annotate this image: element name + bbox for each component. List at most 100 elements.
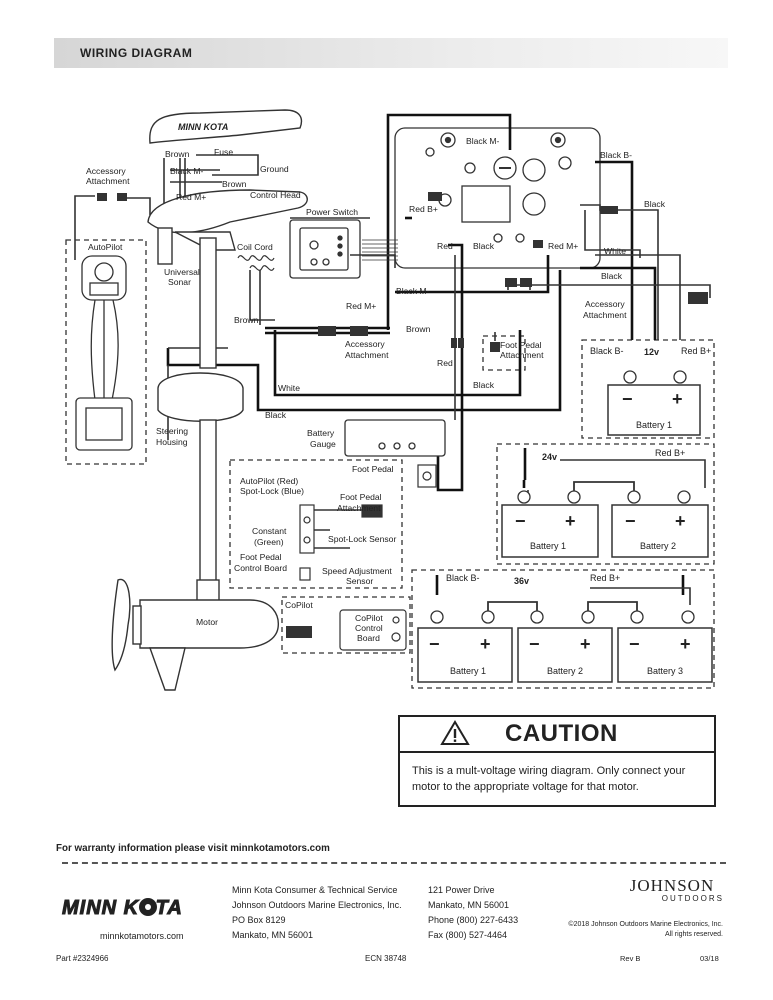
label-foot-pedal-attach-2: Attachment — [500, 350, 544, 360]
revision-date: 03/18 — [700, 954, 719, 963]
service-line-2: Johnson Outdoors Marine Electronics, Inc… — [232, 900, 402, 910]
label-24v: 24v — [542, 452, 557, 462]
control-board — [394, 127, 601, 269]
power-switch — [289, 219, 361, 279]
copilot-board-shape — [339, 609, 407, 651]
foot-pedal-attach-box — [482, 335, 526, 371]
label-fp-board-1: Foot Pedal — [240, 552, 282, 562]
label-red-m-left: Red M+ — [346, 301, 376, 311]
caution-box: CAUTION This is a mult-voltage wiring di… — [398, 715, 716, 807]
label-accessory-c-1: Accessory — [345, 339, 385, 349]
minn-kota-logo: MINN KOTA — [62, 897, 183, 920]
wires-thin — [74, 154, 711, 605]
label-black-low2: Black — [265, 410, 287, 420]
copyright-block: ©2018 Johnson Outdoors Marine Electronic… — [560, 920, 723, 940]
label-power-switch: Power Switch — [306, 207, 358, 217]
foot-pedal-parts — [299, 464, 437, 581]
label-accessory-tl-2: Attachment — [86, 176, 130, 186]
label-12v: 12v — [644, 347, 659, 357]
revision: Rev B — [620, 954, 641, 963]
battery-signs: − + − + − + − + − + − + — [429, 389, 691, 654]
wires-black — [166, 113, 685, 595]
label-copilot-board-3: Board — [357, 633, 380, 643]
plus-sign: + — [675, 511, 686, 531]
label-black-b-36: Black B- — [446, 573, 480, 583]
warranty-text: For warranty information please visit mi… — [56, 843, 330, 854]
johnson-text: JOHNSON — [629, 876, 715, 895]
label-black-m-board: Black M- — [466, 136, 500, 146]
label-autopilot-red: AutoPilot (Red) — [240, 476, 298, 486]
label-36v: 36v — [514, 576, 529, 586]
motor-unit — [111, 578, 279, 691]
label-accessory-tl-1: Accessory — [86, 166, 126, 176]
autopilot-box — [65, 239, 147, 465]
label-red-b-24: Red B+ — [655, 448, 685, 458]
footer-divider — [62, 862, 726, 864]
phone: Phone (800) 227-6433 — [428, 915, 519, 925]
control-head-logo: MINN KOTA — [178, 122, 228, 132]
battery-jumpers — [487, 481, 638, 611]
fax: Fax (800) 527-4464 — [428, 930, 508, 940]
plus-sign: + — [480, 634, 491, 654]
rights: All rights reserved. — [665, 931, 723, 938]
label-red-m-top: Red M+ — [176, 192, 206, 202]
label-white-right: White — [604, 246, 626, 256]
label-ground: Ground — [260, 164, 289, 174]
label-black-right: Black — [644, 199, 666, 209]
minus-sign: − — [515, 511, 526, 531]
label-black-b-12: Black B- — [590, 346, 624, 356]
johnson-outdoors-logo: JOHNSON OUTDOORS — [620, 876, 724, 903]
label-universal-1: Universal — [164, 267, 200, 277]
addr-line-1: 121 Power Drive — [428, 885, 495, 895]
label-battery3-36: Battery 3 — [647, 666, 683, 676]
label-fp-attach-b-1: Foot Pedal — [340, 492, 382, 502]
dashed-boxes — [65, 239, 715, 689]
label-brown-mid: Brown — [406, 324, 431, 334]
label-constant-1: Constant — [252, 526, 287, 536]
diagram-labels: Brown Fuse Ground Black M- Brown Red M+ … — [86, 136, 666, 643]
label-constant-2: (Green) — [254, 537, 284, 547]
caution-header: CAUTION — [400, 717, 714, 753]
outdoors-text: OUTDOORS — [661, 894, 724, 903]
control-head — [147, 109, 308, 265]
label-fp-board-2: Control Board — [234, 563, 287, 573]
label-foot-pedal: Foot Pedal — [352, 464, 394, 474]
website-link[interactable]: minnkotamotors.com — [100, 931, 184, 941]
header-bar: WIRING DIAGRAM — [54, 38, 728, 68]
label-red-m-mid: Red M+ — [548, 241, 578, 251]
label-spotlock-sensor: Spot-Lock Sensor — [328, 534, 396, 544]
label-black-mid: Black — [473, 241, 495, 251]
minus-sign: − — [429, 634, 440, 654]
addr-line-2: Mankato, MN 56001 — [428, 900, 510, 910]
label-battery-gauge-1: Battery — [307, 428, 335, 438]
label-red-b-12: Red B+ — [681, 346, 711, 356]
ribbon-cable — [362, 239, 398, 261]
label-copilot-board-2: Control — [355, 623, 383, 633]
label-universal-2: Sonar — [168, 277, 191, 287]
motor-connector — [286, 626, 312, 638]
label-brown-left: Brown — [234, 315, 259, 325]
label-black-low: Black — [473, 380, 495, 390]
label-battery2-36: Battery 2 — [547, 666, 583, 676]
plus-sign: + — [672, 389, 683, 409]
label-battery1-24: Battery 1 — [530, 541, 566, 551]
label-black-m-mid: Black M- — [396, 286, 430, 296]
label-black-m-top: Black M- — [170, 166, 204, 176]
battery-12v-box — [581, 339, 715, 439]
label-fp-attach-b-2: Attachment — [337, 503, 381, 513]
label-white-low: White — [278, 383, 300, 393]
plus-sign: + — [680, 634, 691, 654]
logo-text: MINN KOTA — [62, 897, 183, 919]
label-speed-sensor-2: Sensor — [346, 576, 373, 586]
label-spotlock-blue: Spot-Lock (Blue) — [240, 486, 304, 496]
service-line-4: Mankato, MN 56001 — [232, 930, 314, 940]
label-motor: Motor — [196, 617, 218, 627]
label-accessory-c-2: Attachment — [345, 350, 389, 360]
label-autopilot: AutoPilot — [88, 242, 123, 252]
battery-labels: 12v Black B- Red B+ Battery 1 24v Red B+… — [446, 346, 711, 676]
minus-sign: − — [529, 634, 540, 654]
warning-triangle-icon — [440, 720, 470, 745]
minus-sign: − — [622, 389, 633, 409]
label-steering-2: Housing — [156, 437, 188, 447]
battery-24v-box — [496, 443, 715, 565]
